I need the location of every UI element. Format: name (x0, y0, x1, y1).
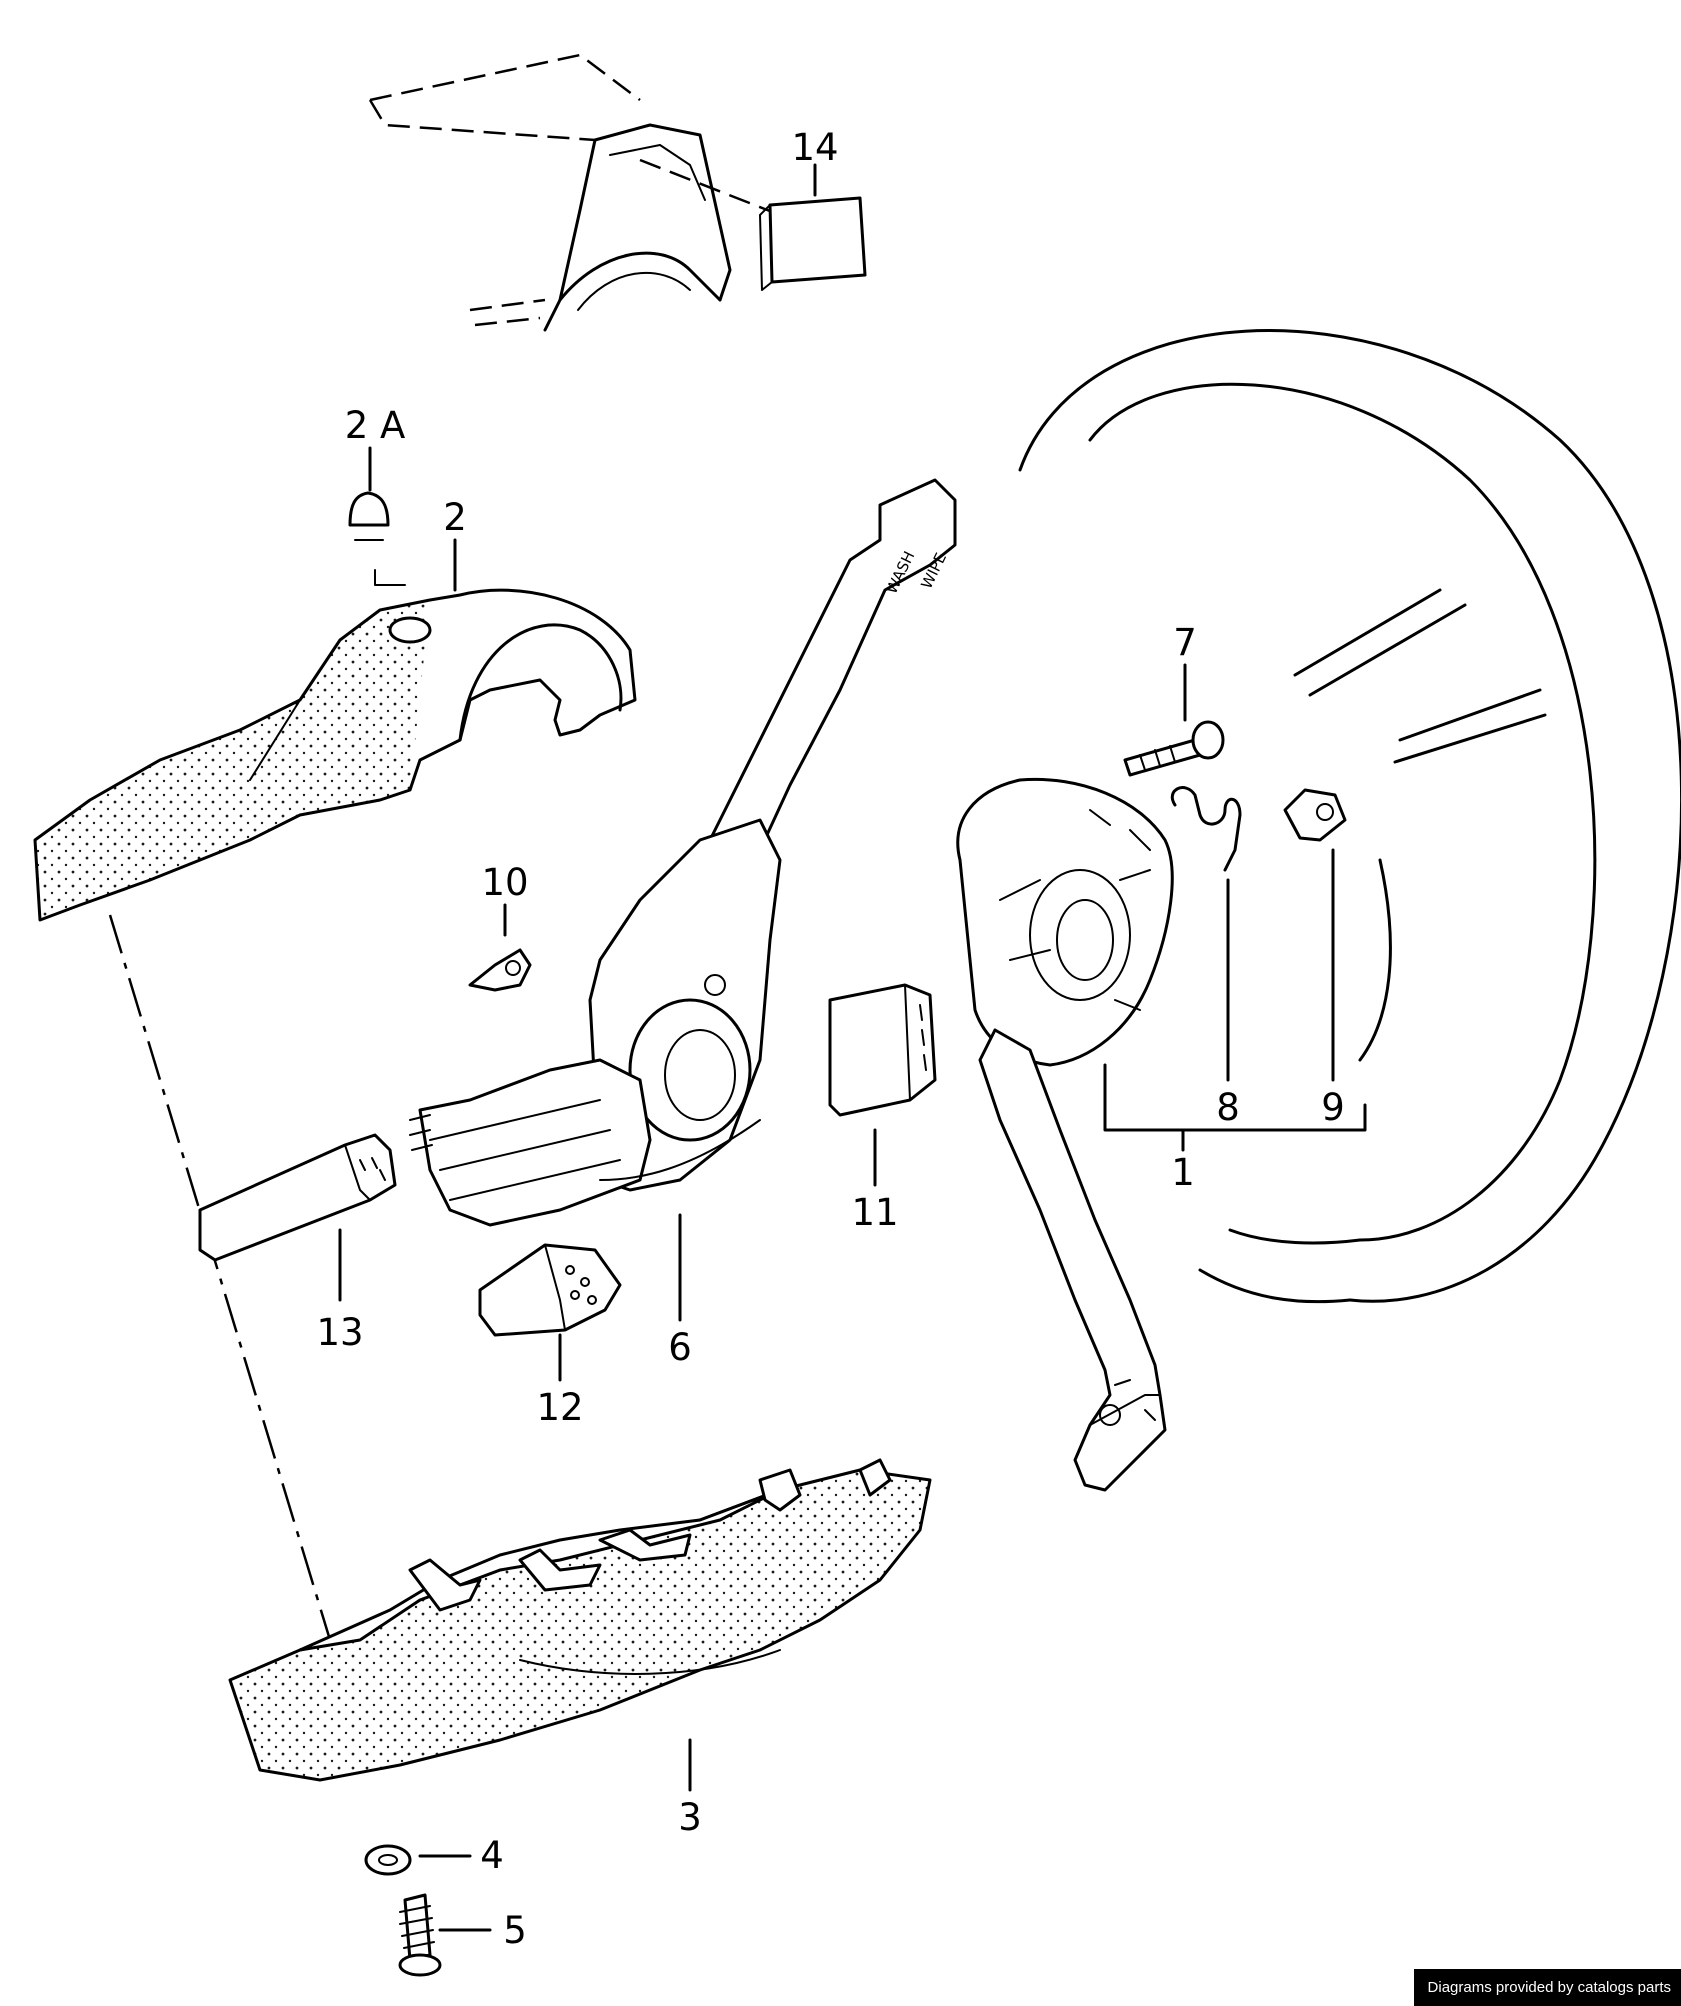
part-3-lower-cover (228, 1458, 932, 1782)
part-14-lamp-insert (759, 196, 867, 291)
label-4: 4 (480, 1834, 504, 1877)
part-9-clip (1283, 788, 1347, 842)
label-7: 7 (1173, 621, 1197, 664)
label-10: 10 (481, 861, 528, 904)
part-10-clip (468, 948, 532, 992)
label-11: 11 (851, 1191, 898, 1234)
label-8: 8 (1216, 1086, 1240, 1129)
part-7-screw (1123, 720, 1225, 777)
part-12-connector (478, 1243, 622, 1337)
part-2a-clip (348, 491, 406, 586)
part-11-connector (828, 983, 937, 1117)
steering-wheel-drawing (1018, 329, 1681, 1304)
part-4-washer (364, 1844, 412, 1876)
part-6-wiper-switch-housing: WASH WIPE (409, 478, 957, 1227)
label-6: 6 (668, 1326, 692, 1369)
label-9: 9 (1321, 1086, 1345, 1129)
part-2-upper-cover (33, 588, 637, 922)
alignment-guide-line (108, 914, 332, 1641)
label-2: 2 (443, 496, 467, 539)
diagram-credit-badge: Diagrams provided by catalogs parts (1413, 1969, 1681, 2006)
part-1-turn-signal-switch (956, 777, 1367, 1492)
label-12: 12 (536, 1386, 583, 1429)
label-3: 3 (678, 1796, 702, 1839)
part-5-screw (398, 1893, 442, 1977)
label-13: 13 (316, 1311, 363, 1354)
label-1: 1 (1171, 1151, 1195, 1194)
part-8-spring (1171, 786, 1242, 872)
label-5: 5 (503, 1909, 527, 1952)
dashboard-panel-drawing (368, 53, 781, 332)
part-13-connector (198, 1133, 397, 1262)
label-14: 14 (791, 126, 838, 169)
label-2a: 2 A (345, 404, 406, 447)
